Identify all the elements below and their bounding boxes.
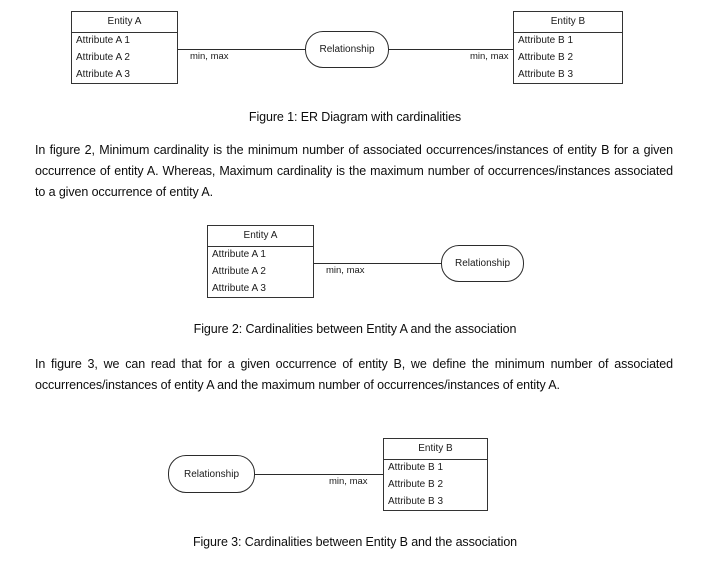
relationship-node-figure-2[interactable]: Relationship [441, 245, 524, 282]
figure-2-diagram: Entity A Attribute A 1 Attribute A 2 Att… [0, 215, 710, 310]
entity-a-title-figure-2: Entity A [208, 226, 313, 247]
entity-b-attribute-2: Attribute B 2 [518, 52, 574, 63]
entity-b-attribute-1-figure-3: Attribute B 1 [388, 462, 444, 473]
entity-a-attribute-2: Attribute A 2 [76, 52, 130, 63]
entity-b-attribute-2-figure-3: Attribute B 2 [388, 479, 444, 490]
relationship-node-figure-3[interactable]: Relationship [168, 455, 255, 493]
paragraph-1: In figure 2, Minimum cardinality is the … [35, 143, 673, 199]
figure-3-diagram: Relationship Entity B Attribute B 1 Attr… [0, 430, 710, 525]
cardinality-label-figure-1-left: min, max [190, 51, 229, 62]
entity-a-attribute-2-figure-2: Attribute A 2 [212, 266, 266, 277]
entity-a-attribute-3-figure-2: Attribute A 3 [212, 283, 266, 294]
entity-a-attribute-list-figure-2: Attribute A 1 Attribute A 2 Attribute A … [208, 247, 313, 298]
entity-b-attribute-list-figure-3: Attribute B 1 Attribute B 2 Attribute B … [384, 460, 487, 511]
figure-1-caption: Figure 1: ER Diagram with cardinalities [248, 110, 462, 124]
entity-a-attribute-list: Attribute A 1 Attribute A 2 Attribute A … [72, 33, 177, 84]
entity-b-title-figure-3: Entity B [384, 439, 487, 460]
entity-b-attribute-3: Attribute B 3 [518, 69, 574, 80]
cardinality-label-figure-2: min, max [326, 265, 365, 276]
relationship-label-figure-2: Relationship [454, 258, 511, 269]
connector-entity-a-to-relationship [178, 49, 306, 50]
relationship-label-figure-1: Relationship [319, 44, 375, 55]
connector-relationship-to-entity-b [388, 49, 514, 50]
relationship-node-figure-1[interactable]: Relationship [305, 31, 389, 68]
entity-a-attribute-1: Attribute A 1 [76, 35, 130, 46]
entity-box-a[interactable]: Entity A Attribute A 1 Attribute A 2 Att… [71, 11, 178, 84]
entity-a-attribute-3: Attribute A 3 [76, 69, 130, 80]
cardinality-label-figure-3: min, max [329, 476, 368, 487]
entity-box-a-figure-2[interactable]: Entity A Attribute A 1 Attribute A 2 Att… [207, 225, 314, 298]
entity-box-b-figure-3[interactable]: Entity B Attribute B 1 Attribute B 2 Att… [383, 438, 488, 511]
cardinality-label-figure-1-right: min, max [470, 51, 509, 62]
entity-b-attribute-1: Attribute B 1 [518, 35, 574, 46]
figure-1-diagram: Entity A Attribute A 1 Attribute A 2 Att… [0, 0, 710, 100]
paragraph-2: In figure 3, we can read that for a give… [35, 357, 673, 392]
entity-a-attribute-1-figure-2: Attribute A 1 [212, 249, 266, 260]
relationship-label-figure-3: Relationship [183, 468, 240, 480]
entity-b-attribute-list: Attribute B 1 Attribute B 2 Attribute B … [514, 33, 622, 84]
entity-b-title: Entity B [514, 12, 622, 33]
entity-b-attribute-3-figure-3: Attribute B 3 [388, 496, 444, 507]
entity-box-b[interactable]: Entity B Attribute B 1 Attribute B 2 Att… [513, 11, 623, 84]
connector-figure-3 [254, 474, 384, 475]
connector-figure-2 [314, 263, 442, 264]
figure-2-caption: Figure 2: Cardinalities between Entity A… [193, 322, 517, 336]
figure-3-caption: Figure 3: Cardinalities between Entity B… [192, 535, 518, 549]
entity-a-title: Entity A [72, 12, 177, 33]
